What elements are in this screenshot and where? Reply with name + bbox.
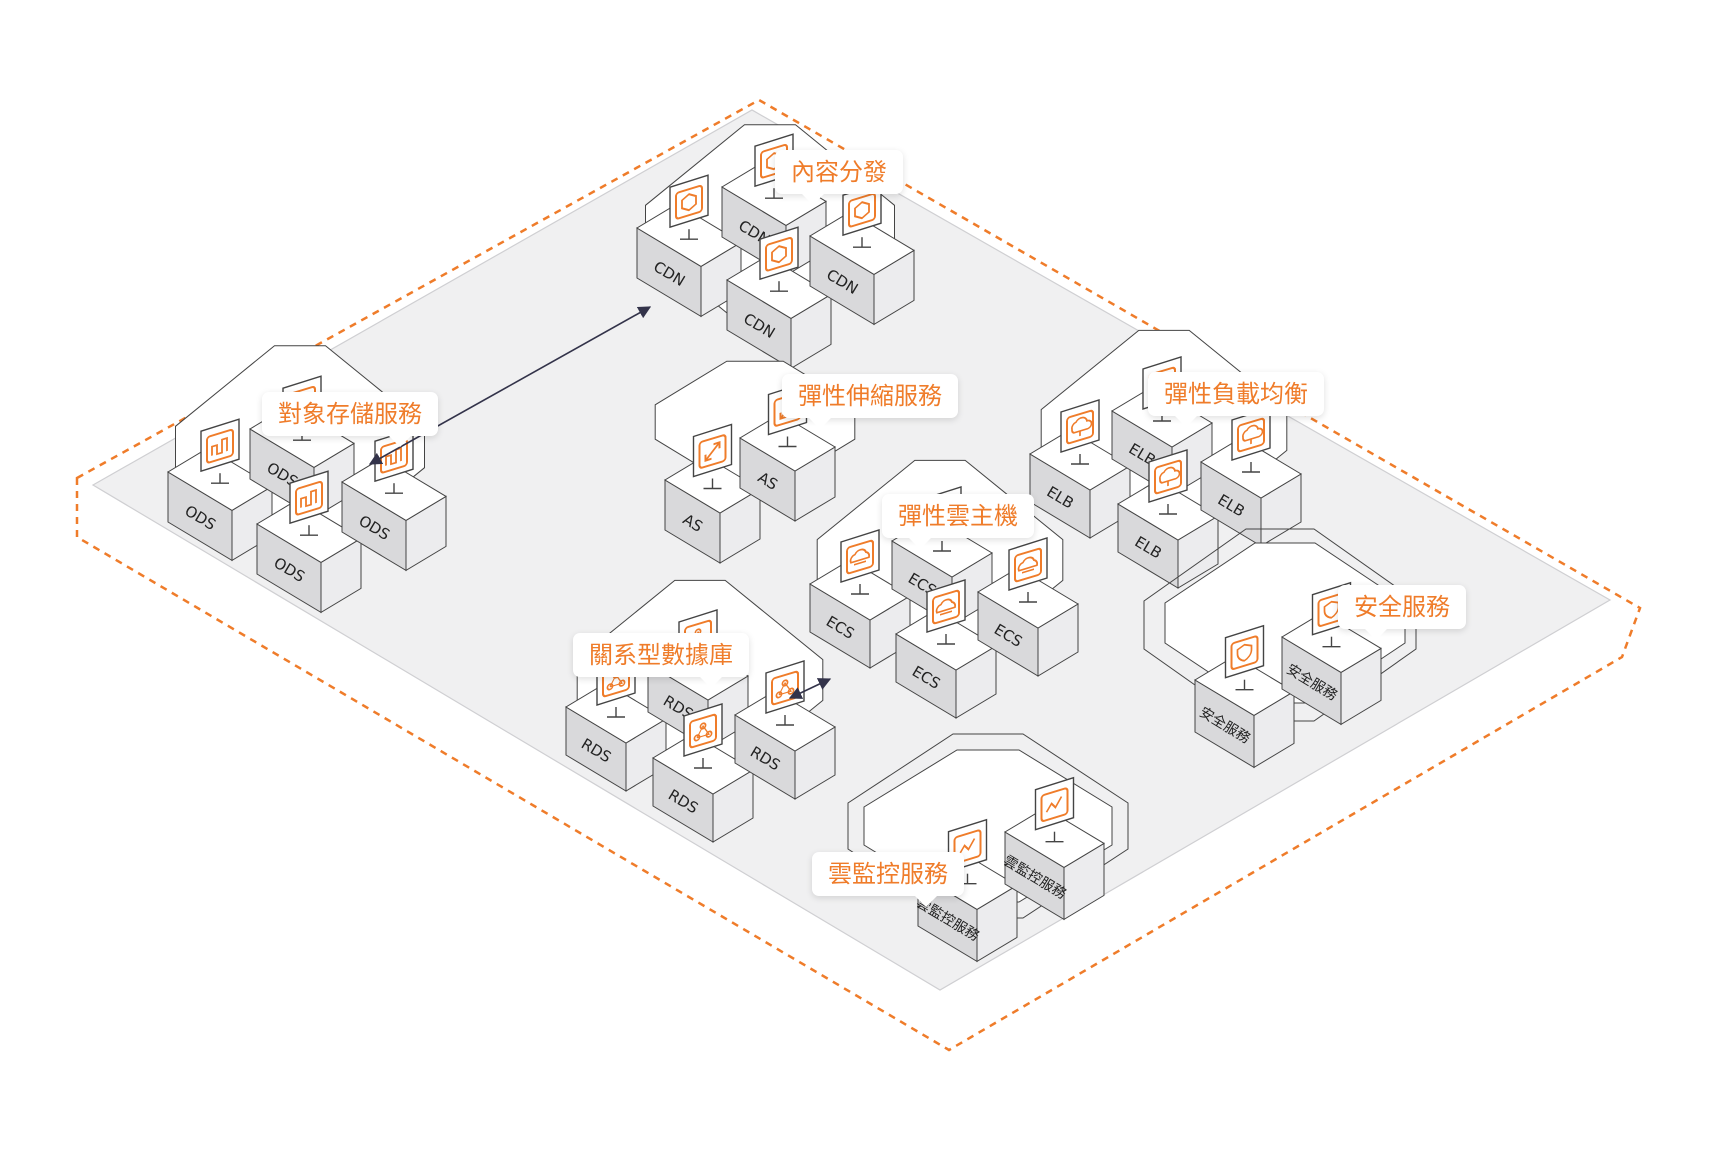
group-title-elb: 彈性負載均衡 bbox=[1148, 372, 1324, 427]
sec-outer-frame bbox=[1143, 528, 1417, 722]
monitor-icon bbox=[200, 418, 240, 484]
cloud-server-icon bbox=[846, 539, 874, 575]
server-box: ELB bbox=[1200, 407, 1302, 547]
server-box: ODS bbox=[256, 470, 362, 614]
monitor-icon bbox=[759, 226, 799, 292]
monitor-icon bbox=[765, 660, 805, 726]
monitor-icon bbox=[1231, 407, 1271, 473]
group-title-rds: 關系型數據庫 bbox=[573, 633, 749, 688]
monitor-icon bbox=[692, 423, 733, 490]
monitor-icon bbox=[289, 470, 329, 536]
database-share-icon bbox=[689, 713, 717, 749]
cloud-server-icon bbox=[1014, 547, 1042, 583]
shield-icon bbox=[1230, 635, 1259, 670]
server-box: ECS bbox=[977, 537, 1079, 677]
monitor-icon bbox=[926, 579, 966, 645]
cloud-server-icon bbox=[932, 589, 960, 625]
server-box: CDN bbox=[726, 226, 832, 370]
server-box: AS bbox=[739, 381, 836, 522]
monitor-chart-icon bbox=[953, 829, 982, 864]
cdn-cube-icon bbox=[675, 184, 703, 220]
mon-outer-frame bbox=[847, 733, 1129, 919]
monitor-icon bbox=[669, 174, 709, 240]
group-title-ecs: 彈性雲主機 bbox=[882, 494, 1034, 549]
scaling-arrows-icon bbox=[698, 434, 727, 469]
group-title-sec: 安全服務 bbox=[1338, 585, 1466, 640]
monitor-icon bbox=[1008, 537, 1048, 603]
group-title-as: 彈性伸縮服務 bbox=[782, 374, 958, 429]
cdn-cube-icon bbox=[848, 192, 876, 228]
cloud-network-icon bbox=[1154, 459, 1182, 495]
group-title-oss: 對象存儲服務 bbox=[262, 392, 438, 447]
monitor-chart-icon bbox=[1040, 787, 1069, 822]
cloud-network-icon bbox=[1066, 409, 1094, 445]
monitor-icon bbox=[1224, 624, 1265, 691]
connector-rds-ecs bbox=[788, 678, 832, 699]
cloud-boundary bbox=[75, 98, 1642, 1052]
server-box: CDN bbox=[809, 182, 915, 326]
monitor-icon bbox=[840, 529, 880, 595]
monitor-icon bbox=[1148, 449, 1188, 515]
server-box: 安全服務 bbox=[1194, 624, 1295, 769]
storage-chart-icon bbox=[206, 428, 234, 464]
server-box: AS bbox=[664, 423, 761, 564]
server-box: RDS bbox=[565, 652, 667, 792]
monitor-icon bbox=[1034, 776, 1075, 843]
server-box: 雲監控服務 bbox=[1000, 776, 1105, 921]
server-box: RDS bbox=[652, 703, 754, 843]
monitor-icon bbox=[683, 703, 723, 769]
connector-oss-cdn bbox=[368, 306, 652, 465]
server-box: ELB bbox=[1029, 399, 1131, 539]
server-box: ECS bbox=[895, 579, 997, 719]
monitor-icon bbox=[1060, 399, 1100, 465]
group-title-mon: 雲監控服務 bbox=[812, 852, 964, 907]
cloud-network-icon bbox=[1237, 417, 1265, 453]
cdn-cube-icon bbox=[765, 236, 793, 272]
server-box: RDS bbox=[734, 660, 836, 800]
storage-chart-icon bbox=[295, 480, 323, 516]
group-title-cdn: 內容分發 bbox=[775, 150, 903, 205]
